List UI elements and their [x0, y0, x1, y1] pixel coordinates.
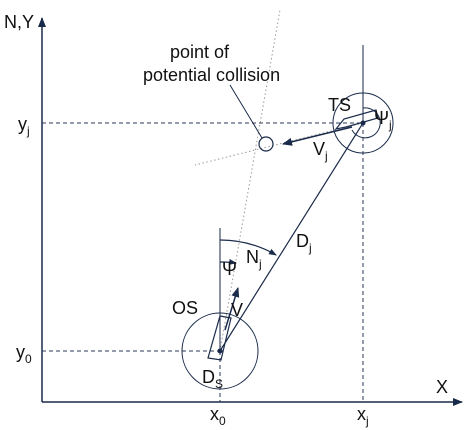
label-d-s: DS: [202, 367, 223, 391]
os-ship-icon: [207, 315, 232, 361]
ts-domain-circle: [332, 92, 394, 154]
collision-point-circle: [258, 136, 274, 152]
annotation-line-2: potential collision: [143, 65, 280, 85]
os-ship-center: [217, 348, 223, 354]
annotation-line-1: point of: [170, 42, 230, 62]
ts-velocity-vector: [282, 126, 353, 146]
label-psi-j: Ψj: [374, 108, 392, 132]
os-heading-dotted-line: [219, 9, 281, 352]
tick-y0: y0: [16, 342, 32, 366]
ts-ship-icon: [334, 109, 379, 130]
x-axis-label: X: [436, 377, 448, 397]
label-v-j: Vj: [313, 139, 328, 163]
y-axis-label: N,Y: [4, 12, 34, 32]
distance-line-dj: [219, 122, 364, 352]
ts-heading-dotted-line: [194, 122, 364, 166]
nj-arc: [219, 239, 277, 256]
label-v: V: [231, 300, 243, 320]
label-os: OS: [172, 298, 198, 318]
tick-yj: yj: [18, 114, 30, 138]
tick-x0: x0: [210, 404, 226, 428]
collision-leader-line: [229, 84, 263, 139]
label-n-j: Nj: [246, 247, 262, 271]
psi-j-arc: [351, 107, 381, 139]
os-velocity-vector: [224, 287, 240, 331]
label-d-j: Dj: [296, 231, 312, 255]
ts-ship-center: [360, 120, 366, 126]
label-ts: TS: [328, 95, 351, 115]
tick-xj: xj: [357, 404, 369, 428]
os-domain-circle: [181, 312, 259, 390]
psi-arc: [219, 258, 237, 265]
label-psi: Ψ: [222, 259, 237, 279]
